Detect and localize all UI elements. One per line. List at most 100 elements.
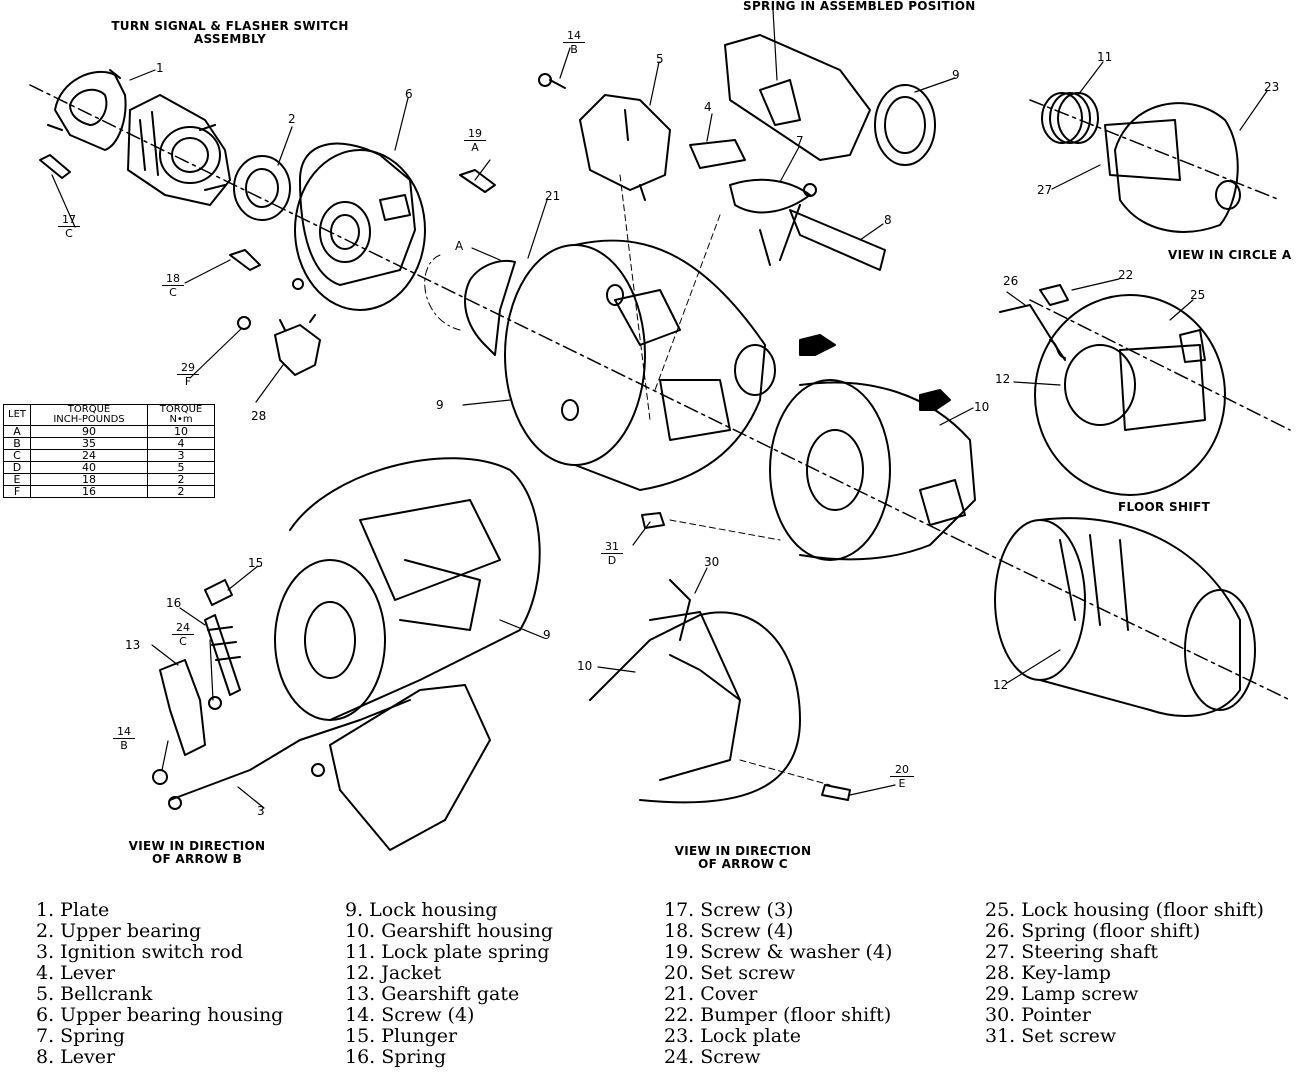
view-arrow-b-heading: VIEW IN DIRECTION OF ARROW B: [128, 839, 266, 866]
cell-inch-pounds: 90: [30, 425, 148, 438]
callout-1: 1: [156, 61, 164, 75]
legend-item: 5. Bellcrank: [36, 983, 153, 1005]
cell-nm: 4: [147, 437, 215, 450]
legend-item: 29. Lamp screw: [985, 983, 1139, 1005]
upper-bearing-housing-part: [294, 142, 426, 311]
ignition-switch-rod-part: [169, 699, 411, 801]
legend-item: 18. Screw (4): [664, 920, 794, 942]
callout-4: 4: [704, 100, 712, 114]
legend-item: 21. Cover: [664, 983, 758, 1005]
legend-column-4: 25. Lock housing (floor shift) 26. Sprin…: [985, 900, 1264, 1047]
legend-item: 4. Lever: [36, 962, 116, 984]
legend-item: 26. Spring (floor shift): [985, 920, 1201, 942]
fastener-callout-18: 18 C: [162, 273, 184, 298]
callout-9-top: 9: [952, 68, 960, 82]
lock-plate-part: [1104, 102, 1241, 233]
fastener-callout-14-bottom: 14 B: [113, 726, 135, 751]
cell-nm: 2: [147, 473, 215, 486]
legend-item: 15. Plunger: [345, 1025, 458, 1047]
callout-15: 15: [248, 556, 264, 570]
gearshift-housing-part: [769, 379, 976, 561]
fastener-20-letter: E: [898, 777, 906, 790]
callout-26: 26: [1003, 274, 1019, 288]
key-lamp-part: [274, 314, 321, 376]
fastener-19-letter: A: [471, 141, 479, 154]
fastener-callout-24: 24 C: [172, 622, 194, 647]
callout-7: 7: [796, 134, 804, 148]
legend-item: 22. Bumper (floor shift): [664, 1004, 892, 1026]
legend-item: 23. Lock plate: [664, 1025, 801, 1047]
callout-13: 13: [125, 638, 141, 652]
axis-centerline: [29, 84, 1291, 701]
legend-item: 24. Screw: [664, 1046, 761, 1068]
legend-item: 3. Ignition switch rod: [36, 941, 243, 963]
legend-column-3: 17. Screw (3) 18. Screw (4) 19. Screw & …: [664, 900, 892, 1068]
legend-item: 1. Plate: [36, 899, 110, 921]
lock-housing-view-b-part: [274, 457, 541, 721]
legend-item: 20. Set screw: [664, 962, 796, 984]
fastener-24-letter: C: [179, 635, 187, 648]
legend-item: 27. Steering shaft: [985, 941, 1158, 963]
bellcrank-part: [579, 94, 671, 201]
callout-11: 11: [1097, 50, 1113, 64]
callout-22: 22: [1118, 268, 1134, 282]
legend-item: 2. Upper bearing: [36, 920, 202, 942]
lever-part-2: [789, 209, 886, 271]
header-inch-pounds: TORQUE INCH-POUNDS: [30, 404, 148, 426]
callout-9-bottom: 9: [543, 628, 551, 642]
cell-let: B: [3, 437, 31, 450]
fastener-24-number: 24: [172, 622, 194, 635]
spring-part: [729, 178, 817, 266]
fastener-callout-29: 29 F: [177, 362, 199, 387]
fastener-31-letter: D: [607, 554, 617, 567]
cell-let: D: [3, 461, 31, 474]
cell-let: A: [3, 425, 31, 438]
floor-shift-lock-housing-part: [1034, 294, 1226, 496]
cell-let: C: [3, 449, 31, 462]
callout-23: 23: [1264, 80, 1280, 94]
callout-27: 27: [1037, 183, 1053, 197]
plate-part: [47, 69, 127, 151]
callout-2: 2: [288, 112, 296, 126]
lever-part: [689, 139, 746, 169]
callout-9-middle: 9: [436, 398, 444, 412]
arrow-a-label: A: [455, 239, 464, 253]
cell-inch-pounds: 24: [30, 449, 148, 462]
fastener-14-number: 14: [563, 30, 585, 43]
legend-item: 6. Upper bearing housing: [36, 1004, 284, 1026]
callout-12-jacket: 12: [993, 678, 1009, 692]
callout-21: 21: [545, 189, 561, 203]
cover-part: [464, 260, 516, 356]
cell-inch-pounds: 16: [30, 485, 148, 498]
lock-plate-spring-part: [1041, 92, 1099, 144]
fastener-callout-17: 17 C: [58, 214, 80, 239]
gearshift-gate-part: [159, 659, 206, 756]
legend-item: 25. Lock housing (floor shift): [985, 899, 1264, 921]
callout-8: 8: [884, 213, 892, 227]
fastener-17-letter: C: [65, 227, 73, 240]
fastener-18-letter: C: [169, 286, 177, 299]
assembled-spring-part: [724, 34, 936, 166]
callout-6: 6: [405, 87, 413, 101]
legend-item: 11. Lock plate spring: [345, 941, 550, 963]
callout-10-bottom: 10: [577, 659, 593, 673]
cell-let: E: [3, 473, 31, 486]
legend-item: 10. Gearshift housing: [345, 920, 553, 942]
turn-signal-assembly-heading: TURN SIGNAL & FLASHER SWITCH ASSEMBLY: [111, 19, 349, 46]
pointer-part: [669, 579, 691, 641]
legend-column-1: 1. Plate 2. Upper bearing 3. Ignition sw…: [36, 900, 283, 1068]
callout-25: 25: [1190, 288, 1206, 302]
plunger-part: [204, 579, 233, 606]
fastener-20-number: 20: [890, 764, 914, 777]
callout-30: 30: [704, 555, 720, 569]
turn-signal-switch-part: [127, 94, 231, 206]
leader-lines: [51, 9, 1268, 809]
legend-item: 30. Pointer: [985, 1004, 1091, 1026]
legend-item: 28. Key-lamp: [985, 962, 1111, 984]
legend-item: 19. Screw & washer (4): [664, 941, 893, 963]
